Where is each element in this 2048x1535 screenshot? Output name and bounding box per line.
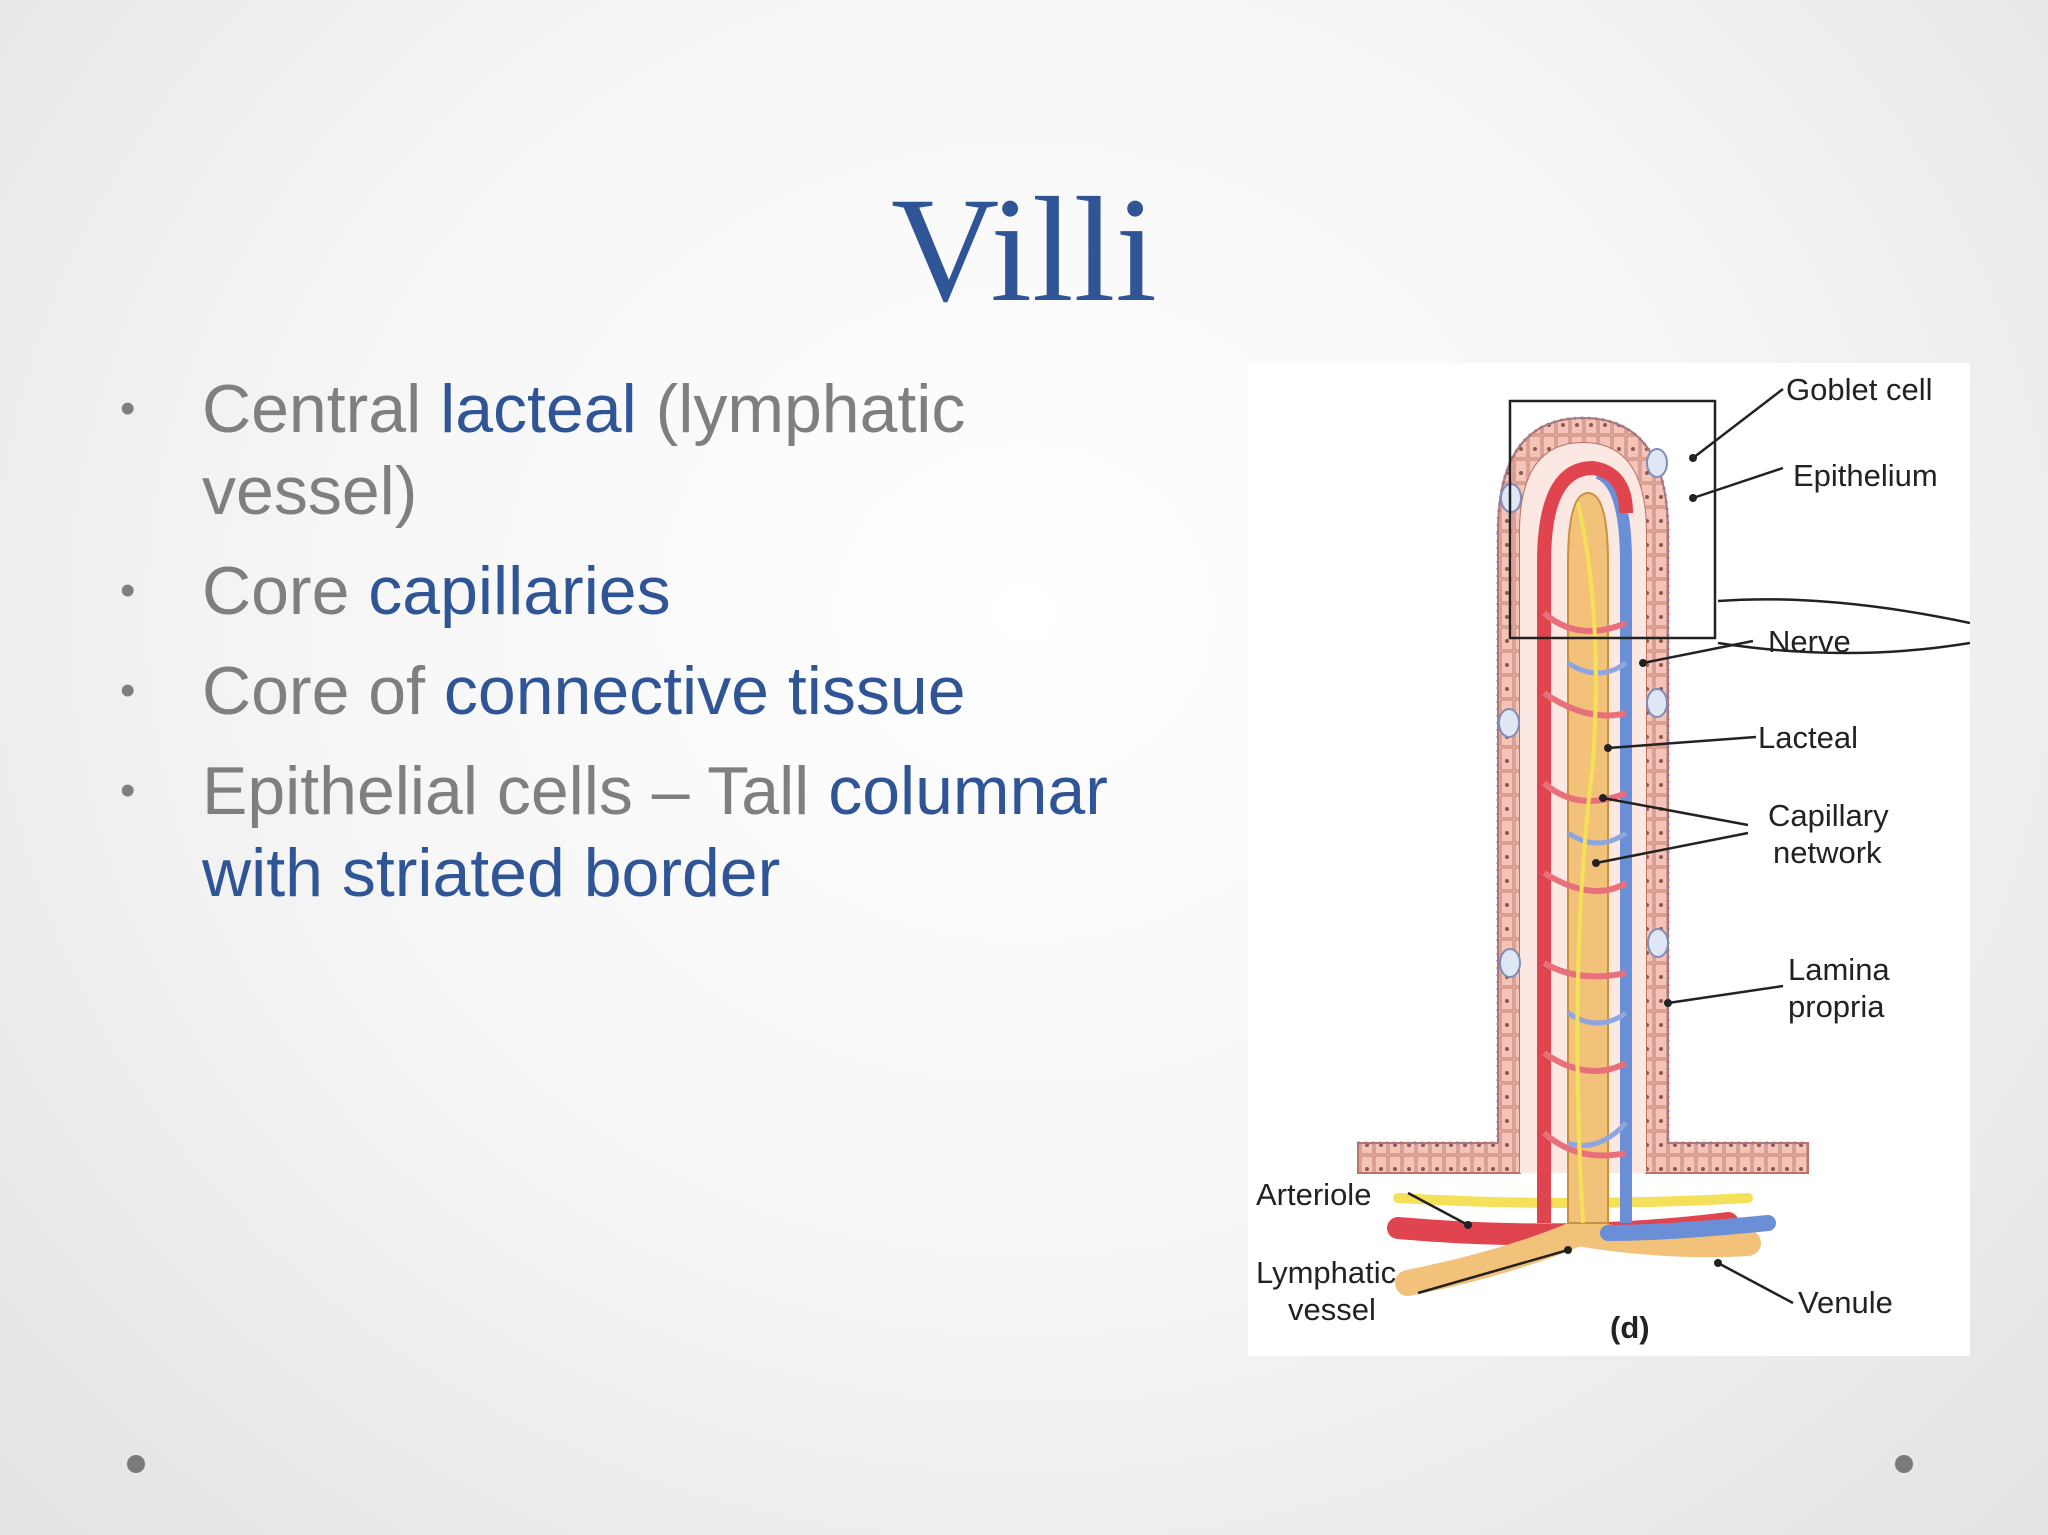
label-lamina-propria-2: propria bbox=[1788, 989, 1885, 1024]
bullet-text: Core of bbox=[202, 653, 444, 729]
bullet-dot: • bbox=[120, 384, 136, 433]
bullet-list: • Central lacteal (lymphatic vessel) • C… bbox=[120, 368, 1120, 932]
goblet-cell bbox=[1499, 948, 1521, 978]
label-lymphatic-vessel-2: vessel bbox=[1288, 1292, 1376, 1327]
bullet-text: Epithelial cells – Tall bbox=[202, 753, 829, 829]
inset-box bbox=[1508, 399, 1717, 640]
bullet-text: Central bbox=[202, 371, 441, 447]
zoom-lines bbox=[1717, 598, 1970, 655]
label-panel: (d) bbox=[1610, 1310, 1650, 1345]
villus-svg: Goblet cell Epithelium Nerve Lacteal Cap… bbox=[1256, 372, 1970, 1345]
bullet-dot: • bbox=[120, 766, 136, 815]
goblet-cell bbox=[1647, 928, 1669, 958]
bullet-item: • Core capillaries bbox=[120, 550, 1120, 632]
leader-dots bbox=[1464, 454, 1722, 1267]
bullet-dot: • bbox=[120, 566, 136, 615]
goblet-cell bbox=[1646, 448, 1668, 478]
villus-diagram: Goblet cell Epithelium Nerve Lacteal Cap… bbox=[1248, 363, 1970, 1356]
venule-vessel bbox=[1600, 1215, 1776, 1241]
label-goblet-cell: Goblet cell bbox=[1786, 372, 1932, 407]
label-lamina-propria: Lamina bbox=[1788, 952, 1890, 987]
slide-title: Villi bbox=[890, 167, 1157, 333]
bullet-item: • Core of connective tissue bbox=[120, 650, 1120, 732]
bullet-dot: • bbox=[120, 666, 136, 715]
bullet-highlight: columnar with striated border bbox=[202, 753, 1108, 911]
arteriole-capillary bbox=[1537, 460, 1633, 1223]
label-epithelium: Epithelium bbox=[1793, 458, 1938, 493]
label-nerve: Nerve bbox=[1768, 624, 1851, 659]
label-lymphatic-vessel: Lymphatic bbox=[1256, 1255, 1396, 1290]
lacteal-vessel bbox=[1567, 491, 1609, 1224]
label-arteriole: Arteriole bbox=[1256, 1177, 1371, 1212]
leader-lines bbox=[1407, 388, 1794, 1305]
bullet-item: • Epithelial cells – Tall columnar with … bbox=[120, 750, 1120, 914]
corner-dot-left bbox=[127, 1455, 145, 1473]
label-capillary-network-2: network bbox=[1773, 835, 1882, 870]
goblet-cell bbox=[1646, 688, 1668, 718]
corner-dot-right bbox=[1895, 1455, 1913, 1473]
lymphatic-vessel-base bbox=[1395, 1219, 1761, 1296]
bullet-highlight: connective tissue bbox=[443, 653, 966, 729]
goblet-cell bbox=[1498, 708, 1520, 738]
bullet-highlight: capillaries bbox=[368, 553, 671, 629]
bullet-text: Core bbox=[202, 553, 369, 629]
label-venule: Venule bbox=[1798, 1285, 1893, 1320]
label-lacteal: Lacteal bbox=[1758, 720, 1858, 755]
label-capillary-network: Capillary bbox=[1768, 798, 1889, 833]
nerve-fiber bbox=[1575, 502, 1598, 1224]
bullet-highlight: lacteal bbox=[440, 371, 637, 447]
bullet-item: • Central lacteal (lymphatic vessel) bbox=[120, 368, 1120, 532]
striated-border bbox=[1496, 416, 1670, 1143]
bullet-text: (lymphatic vessel) bbox=[202, 371, 966, 529]
